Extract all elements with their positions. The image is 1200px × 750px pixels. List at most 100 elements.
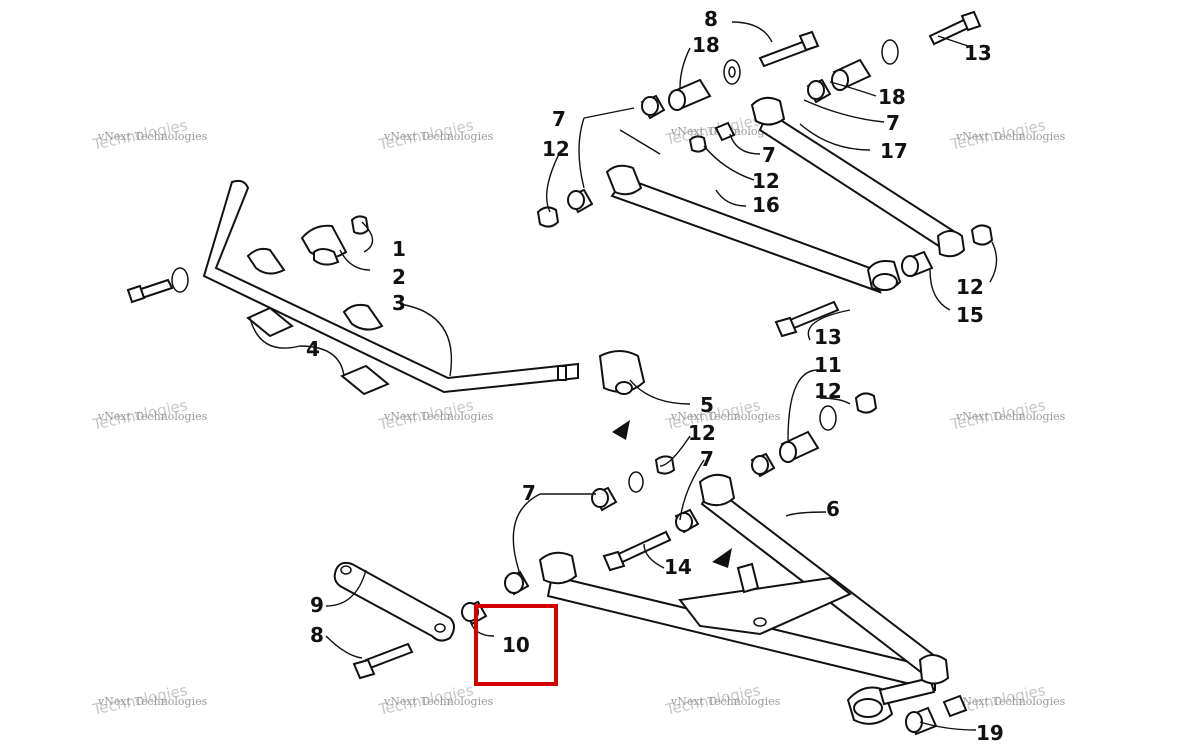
callout-5: 5 [700, 393, 714, 417]
watermark: Technologies vNext Technologies [663, 396, 780, 434]
upper-bolt-13b [774, 300, 840, 338]
callout-14: 14 [664, 555, 692, 579]
upper-washer [723, 59, 741, 85]
lower-bolt-14 [602, 530, 672, 572]
lower-washer [628, 471, 644, 493]
upper-bolt-13 [928, 10, 982, 46]
callout-17: 17 [880, 139, 908, 163]
watermark-text: vNext Technologies [97, 410, 208, 423]
callout-7-upper-right: 7 [886, 111, 900, 135]
callout-7-upper-left: 7 [552, 107, 566, 131]
watermark: Technologies vNext Technologies [376, 116, 493, 154]
callout-12-lower-right: 12 [814, 379, 842, 403]
lower-bushing-rear [674, 508, 700, 534]
link-plate-9 [333, 561, 455, 642]
upper-right-nut [970, 224, 994, 246]
callout-12-upper-far-right: 12 [956, 275, 984, 299]
bar-bolt-left [126, 278, 174, 304]
upper-lower-bushing [567, 188, 594, 214]
callout-2: 2 [392, 265, 406, 289]
lower-bushing-upper [591, 486, 618, 512]
upper-pivot-sleeve [668, 78, 712, 111]
upper-arm-tube-front [605, 164, 882, 294]
watermark-text: vNext Technologies [97, 130, 208, 143]
watermark-text: vNext Technologies [955, 130, 1066, 143]
callout-9: 9 [310, 593, 324, 617]
bar-bushing-lower [340, 303, 390, 396]
watermark: Technologies vNext Technologies [376, 681, 493, 719]
callout-8-lower: 8 [310, 623, 324, 647]
lower-sleeve-11 [779, 430, 820, 463]
bar-clamp-upper [300, 224, 348, 266]
callout-11: 11 [814, 353, 842, 377]
callout-7-upper-mid: 7 [762, 143, 776, 167]
watermark-text: vNext Technologies [383, 410, 494, 423]
callout-3: 3 [392, 291, 406, 315]
callout-12-lower-mid: 12 [688, 421, 716, 445]
upper-rear-washer [881, 39, 899, 65]
arrow-icon [612, 420, 630, 440]
callout-8-upper: 8 [704, 7, 718, 31]
upper-rear-sleeve [831, 58, 872, 91]
lower-a-arm-assembly [333, 392, 968, 736]
watermark: Technologies vNext Technologies [948, 681, 1065, 719]
direction-arrows [612, 420, 732, 568]
bar-end-link [598, 350, 646, 395]
lower-ball-joint [846, 654, 950, 725]
callout-19: 19 [976, 721, 1004, 745]
callout-labels: 8 18 13 7 12 18 7 17 7 12 16 1 2 3 12 15… [306, 7, 1004, 745]
upper-nut [536, 206, 560, 228]
arrow-icon [712, 548, 732, 568]
upper-a-arm-assembly [536, 10, 994, 338]
watermark-text: vNext Technologies [955, 410, 1066, 423]
callout-1: 1 [392, 237, 406, 261]
watermark: Technologies vNext Technologies [948, 116, 1065, 154]
lower-washer-rear [819, 405, 837, 431]
watermark: Technologies vNext Technologies [90, 396, 207, 434]
upper-rear-bushing [806, 78, 832, 104]
lower-arm-plate [678, 562, 852, 636]
watermark-text: vNext Technologies [383, 695, 494, 708]
leader-lines [249, 21, 998, 731]
callout-7-lower-left: 7 [522, 481, 536, 505]
upper-arm-tube-rear [750, 96, 957, 254]
watermark-text: vNext Technologies [97, 695, 208, 708]
callout-12-upper-mid: 12 [752, 169, 780, 193]
bar-bushing-upper [246, 247, 294, 338]
callout-18-upper: 18 [692, 33, 720, 57]
watermark-text: vNext Technologies [955, 695, 1066, 708]
lower-bolt-8 [352, 642, 414, 680]
callout-13-lower: 13 [814, 325, 842, 349]
watermark: Technologies vNext Technologies [90, 681, 207, 719]
upper-right-bushing [901, 250, 934, 278]
callout-13-upper: 13 [964, 41, 992, 65]
lower-bushing-front [504, 570, 530, 596]
upper-ball-joint-end [866, 230, 966, 291]
callout-7-lower-mid: 7 [700, 447, 714, 471]
bar-washer-left [171, 267, 189, 293]
upper-front-bushing-small [688, 121, 736, 153]
callout-6: 6 [826, 497, 840, 521]
lower-bushing-rear-top [750, 452, 776, 478]
callout-4: 4 [306, 337, 320, 361]
callout-18-upper-right: 18 [878, 85, 906, 109]
upper-bushing [640, 94, 666, 120]
watermark: Technologies vNext Technologies [663, 681, 780, 719]
upper-bolt-8 [758, 30, 820, 68]
callout-16: 16 [752, 193, 780, 217]
callout-10: 10 [502, 633, 530, 657]
lower-nut-rear [854, 392, 878, 414]
part-10-highlight-box[interactable] [474, 604, 558, 686]
watermark: Technologies vNext Technologies [376, 396, 493, 434]
lower-arm-front-tube [538, 551, 936, 692]
stabilizer-bar [202, 179, 579, 394]
callout-15: 15 [956, 303, 984, 327]
watermark: Technologies vNext Technologies [90, 116, 207, 154]
watermark-text: vNext Technologies [383, 130, 494, 143]
callout-12-upper-left: 12 [542, 137, 570, 161]
watermark-text: vNext Technologies [670, 410, 781, 423]
watermark-text: vNext Technologies [670, 695, 781, 708]
stabilizer-bar-assembly [126, 179, 646, 396]
